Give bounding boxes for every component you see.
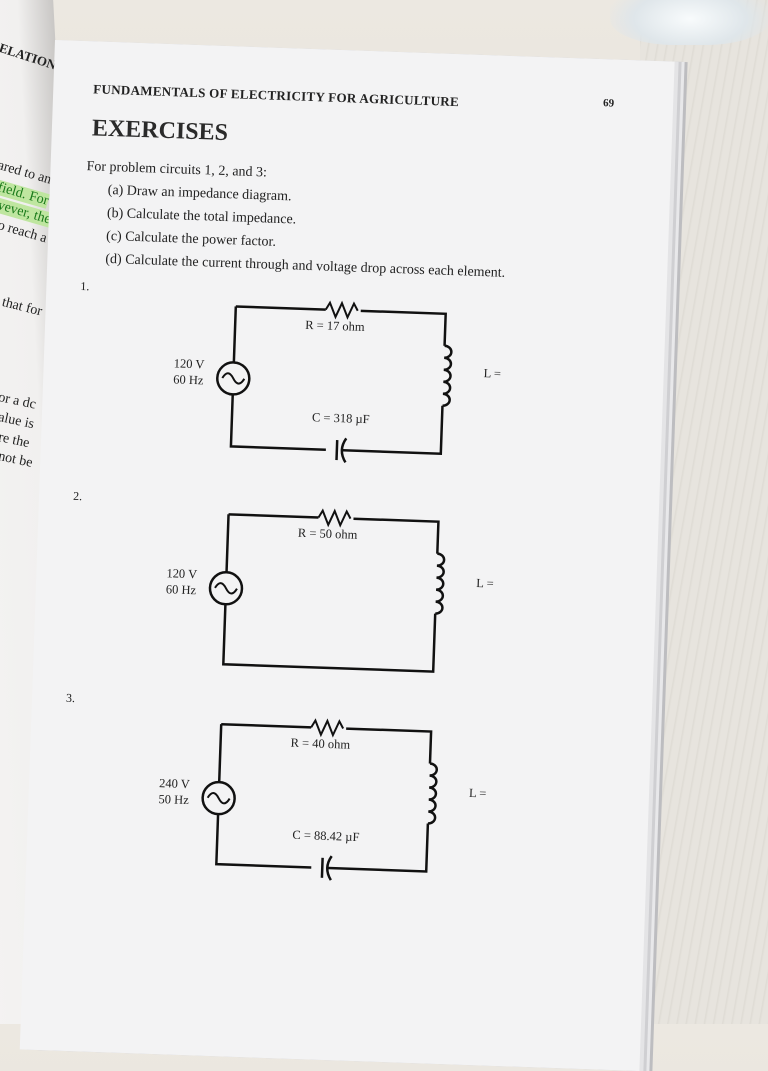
circuit-1-diagram: R = 17 ohm 120 V 60 Hz L = 0.095 H C = 3… [173, 300, 506, 464]
frequency-label: 60 Hz [173, 372, 204, 387]
voltage-label: 120 V [174, 356, 205, 371]
resistor-label: R = 50 ohm [298, 526, 358, 542]
resistor-label: R = 17 ohm [305, 318, 365, 334]
inductor-label: L = 0.159 H [469, 786, 492, 802]
ac-wave [214, 582, 238, 595]
running-head: FUNDAMENTALS OF ELECTRICITY FOR AGRICULT… [93, 81, 460, 110]
resistor-symbol [317, 508, 352, 528]
inductor-symbol [229, 306, 453, 456]
capacitor-symbol [320, 855, 333, 881]
exercise-intro: For problem circuits 1, 2, and 3: [86, 159, 268, 181]
task-item: (a) Draw an impedance diagram. [107, 182, 292, 205]
inductor-label: L = 0.095 H [483, 366, 506, 382]
circuit-3-diagram: R = 40 ohm 240 V 50 Hz L = 0.159 H C = 8… [158, 718, 492, 881]
wire [235, 305, 447, 346]
circuit-2-diagram: R = 50 ohm 120 V 60 Hz L = 0.1326 H [166, 508, 499, 673]
capacitor-label: C = 88.42 µF [292, 828, 360, 844]
resistor-label: R = 40 ohm [290, 736, 350, 752]
glass-object [610, 0, 768, 45]
problem-number: 3. [65, 690, 76, 706]
book-page: FUNDAMENTALS OF ELECTRICITY FOR AGRICULT… [19, 40, 675, 1071]
inductor-symbol [215, 724, 439, 873]
inductor-label: L = 0.1326 H [476, 576, 499, 592]
wire [228, 513, 440, 554]
task-item: (d) Calculate the current through and vo… [105, 251, 506, 281]
ac-wave [206, 792, 231, 805]
voltage-label: 120 V [166, 566, 197, 581]
resistor-symbol [324, 300, 359, 320]
capacitor-label: C = 318 µF [312, 410, 370, 426]
problem-number: 1. [80, 279, 90, 294]
task-item: (c) Calculate the power factor. [105, 228, 277, 250]
page-number: 69 [602, 97, 615, 110]
inductor-symbol [222, 514, 446, 673]
ac-wave [221, 372, 246, 385]
voltage-label: 240 V [159, 776, 190, 791]
resistor-symbol [310, 718, 345, 738]
section-title: EXERCISES [91, 115, 229, 147]
capacitor-symbol [335, 437, 348, 464]
frequency-label: 60 Hz [166, 582, 197, 597]
task-item: (b) Calculate the total impedance. [106, 205, 297, 228]
frequency-label: 50 Hz [158, 792, 189, 807]
wire [221, 722, 433, 764]
problem-number: 2. [72, 488, 83, 504]
